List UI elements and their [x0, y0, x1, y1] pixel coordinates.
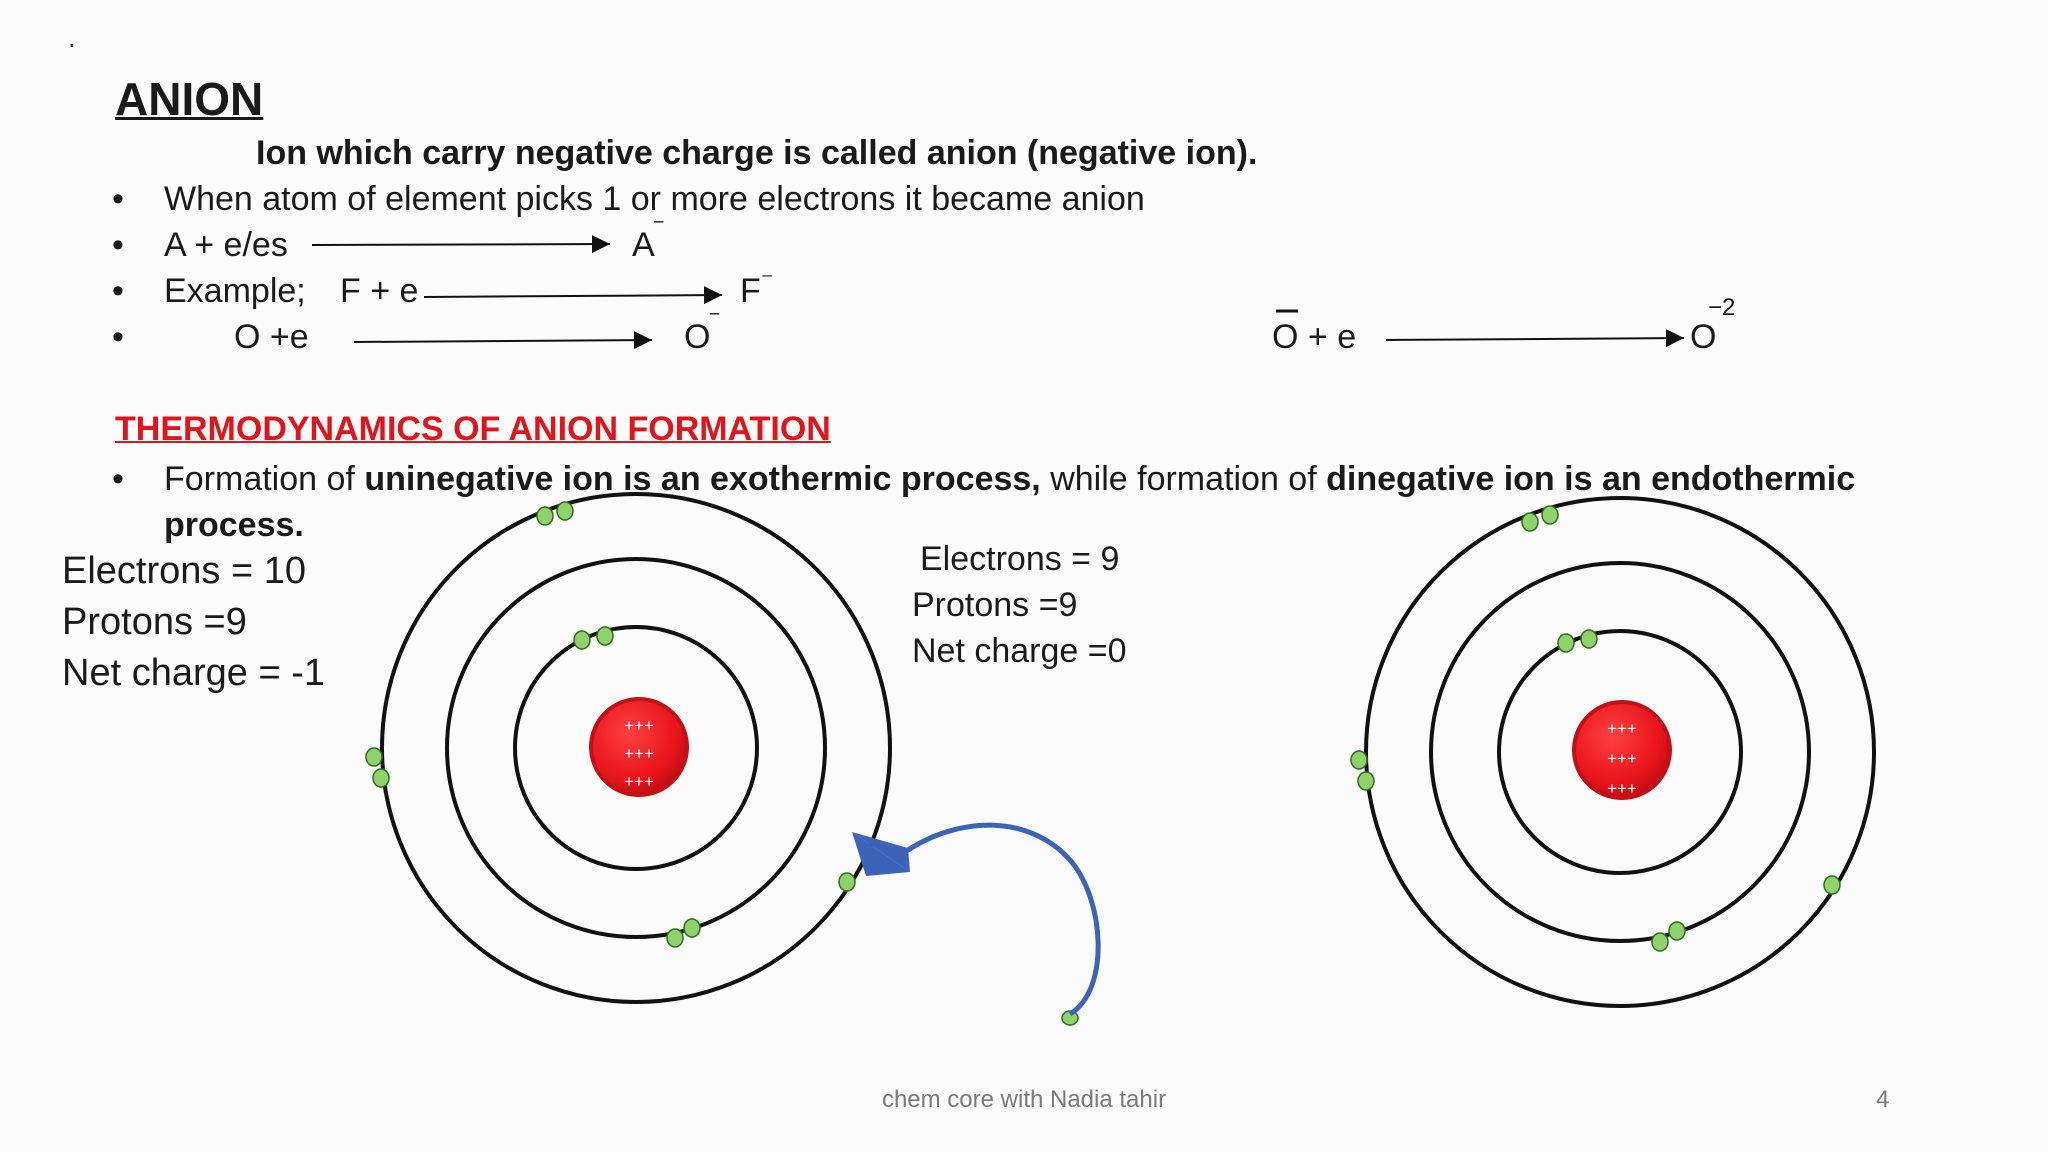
- right-electrons: Electrons = 9: [920, 540, 1120, 578]
- eq4-arrow: [1385, 329, 1685, 348]
- electron: [838, 872, 856, 892]
- eq1-charge: ‾: [654, 219, 663, 246]
- nucleus-charge-label: +++: [1607, 719, 1637, 738]
- eq2-right: F: [740, 272, 761, 310]
- electron: [1580, 629, 1598, 649]
- left-nucleus: [589, 697, 689, 797]
- nucleus-charge-label: +++: [1607, 779, 1637, 798]
- electron: [365, 747, 383, 767]
- eq3-product: O‾: [684, 311, 718, 357]
- left-protons: Protons =9: [62, 601, 247, 643]
- left-shell-1: [513, 625, 759, 871]
- right-nucleus: [1572, 700, 1672, 800]
- nucleus-charge-label: +++: [624, 744, 654, 763]
- left-atom-diagram: [365, 492, 1079, 1026]
- right-net-charge: Net charge =0: [912, 632, 1127, 670]
- bullet-1-text: When atom of element picks 1 or more ele…: [164, 180, 1145, 218]
- example-label: Example;: [164, 272, 306, 310]
- eq4-right: O: [1690, 318, 1717, 356]
- curved-arrow-head-2: [852, 832, 910, 876]
- top-dot-mark: .: [68, 22, 76, 53]
- right-protons: Protons =9: [912, 586, 1078, 624]
- bullet-icon: •: [112, 272, 124, 310]
- page-title: ANION: [115, 73, 264, 125]
- left-shell-3: [380, 492, 892, 1004]
- thermo-text-1: Formation of: [164, 460, 365, 498]
- eq4-left: O + e: [1272, 318, 1357, 356]
- right-shell-1: [1497, 629, 1743, 875]
- eq2-charge: ⁻: [760, 267, 774, 294]
- thermo-text-2: uninegative ion is an exothermic process…: [364, 460, 1041, 498]
- left-stats: Electrons = 10 Protons =9 Net charge = -…: [62, 546, 325, 699]
- electron: [536, 506, 554, 526]
- nucleus-charge-label: +++: [624, 716, 654, 735]
- electron: [372, 768, 390, 788]
- left-electrons: Electrons = 10: [62, 550, 306, 592]
- bullet-item-4: •: [112, 318, 164, 357]
- eq1-arrow: [311, 235, 611, 254]
- left-shell-2: [445, 557, 827, 939]
- left-net-charge: Net charge = -1: [62, 652, 325, 694]
- electron: [683, 918, 701, 938]
- eq1-right: A: [632, 226, 655, 264]
- bullet-icon: •: [112, 180, 124, 218]
- page-number: 4: [1876, 1086, 1890, 1113]
- thermo-heading: THERMODYNAMICS OF ANION FORMATION: [115, 410, 831, 448]
- left-nucleus-labels: +++ +++ +++: [614, 712, 664, 796]
- thermo-text-3: while formation of: [1040, 460, 1327, 498]
- right-atom-diagram: [1350, 496, 1876, 1008]
- electron: [1651, 932, 1669, 952]
- bullet-item-2: • A + e/es: [112, 226, 288, 265]
- electron: [1061, 1010, 1079, 1026]
- electron: [556, 501, 574, 521]
- thermo-text-5: process.: [164, 506, 304, 544]
- eq3-left: O +e: [234, 318, 309, 356]
- electron: [666, 928, 684, 948]
- nucleus-charge-label: +++: [624, 772, 654, 791]
- electron: [1668, 921, 1686, 941]
- electron: [573, 630, 591, 650]
- eq2-left: F + e: [340, 272, 419, 310]
- definition-text: Ion which carry negative charge is calle…: [256, 134, 1258, 172]
- eq3-arrow: [353, 331, 653, 350]
- eq3-right: O: [684, 318, 711, 356]
- right-stats: Electrons = 9 Protons =9 Net charge =0: [912, 536, 1127, 674]
- eq2-arrow: [423, 286, 723, 305]
- electron: [1521, 512, 1539, 532]
- electron: [596, 626, 614, 646]
- bullet-icon: •: [112, 318, 124, 356]
- thermo-text-4: dinegative ion is an endothermic: [1326, 460, 1856, 498]
- eq3-charge: ‾: [710, 311, 719, 338]
- right-shell-2: [1429, 561, 1811, 943]
- bullet-item-1: • When atom of element picks 1 or more el…: [112, 180, 1145, 219]
- bullet-icon: •: [112, 226, 124, 264]
- bullet-icon: •: [112, 460, 124, 498]
- nucleus-charge-label: +++: [1607, 749, 1637, 768]
- electron: [1557, 633, 1575, 653]
- electron: [1350, 750, 1368, 770]
- curved-arrow: [903, 822, 1101, 1017]
- electron: [1541, 505, 1559, 525]
- electron: [1357, 771, 1375, 791]
- thermo-paragraph: • Formation of uninegative ion is an exot…: [112, 456, 1912, 548]
- electron: [1823, 875, 1841, 895]
- footer-text: chem core with Nadia tahir: [881, 1086, 1167, 1113]
- right-shell-3: [1364, 496, 1876, 1008]
- eq4-charge: −2: [1708, 294, 1736, 321]
- right-nucleus-labels: +++ +++ +++: [1597, 714, 1647, 804]
- eq2-product: F⁻: [740, 267, 773, 311]
- eq1-product: A‾: [632, 219, 663, 265]
- eq1-left: A + e/es: [164, 226, 288, 264]
- bullet-item-3: • Example;: [112, 272, 306, 311]
